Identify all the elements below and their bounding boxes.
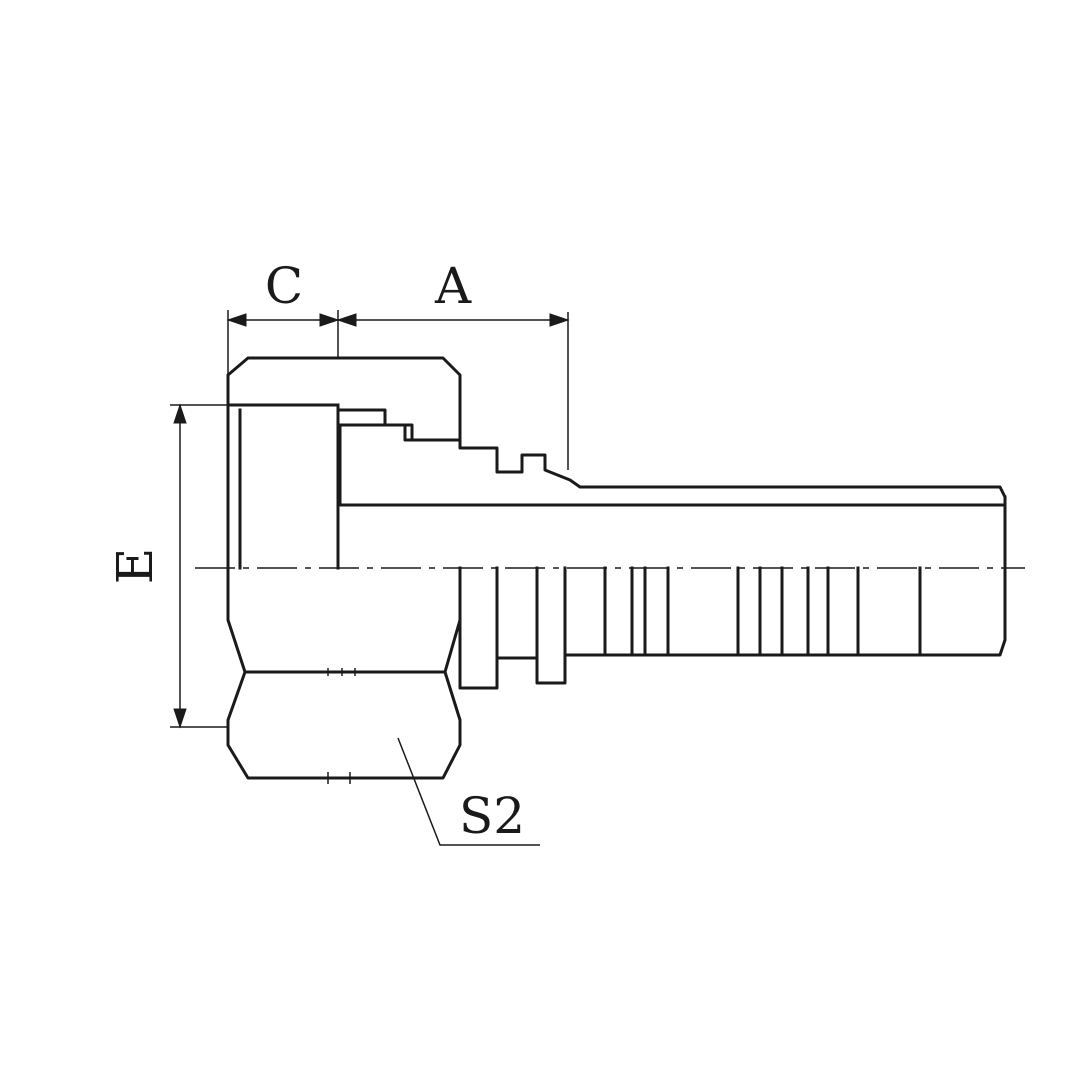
drawing-lines	[170, 310, 1025, 846]
dimension-c-label: C	[265, 257, 303, 315]
nut-hex	[226, 566, 462, 780]
nipple-section	[338, 423, 1007, 507]
dimension-e-label: E	[106, 548, 164, 585]
dimension-s2-label: S2	[459, 787, 525, 845]
dimension-a-label: A	[434, 257, 472, 315]
nut-section	[226, 356, 462, 442]
